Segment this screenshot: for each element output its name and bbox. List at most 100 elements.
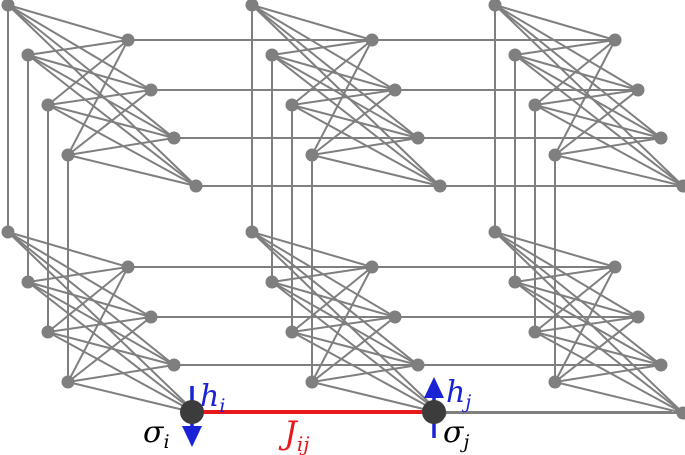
qubit-node [41,98,55,112]
spin-node-i [180,400,204,424]
qubit-node [388,310,402,324]
spin-node-j [422,400,446,424]
intra-cell-edge [494,4,684,187]
intra-cell-edge [67,39,129,156]
qubit-node [488,0,502,12]
qubit-node [676,179,685,193]
qubit-node [189,179,203,193]
qubit-node [245,0,259,12]
qubit-node [654,131,668,145]
intra-cell-edge [534,89,639,106]
qubit-node [41,325,55,339]
qubit-node [1,0,15,12]
qubit-node [167,131,181,145]
qubit-node [411,131,425,145]
intra-cell-edge [251,231,419,366]
intra-cell-edge [271,39,373,56]
intra-cell-edge [47,89,152,106]
qubit-node [508,275,522,289]
qubit-node [411,358,425,372]
intra-cell-edge [291,39,373,106]
intra-cell-edge [67,316,152,383]
qubit-node [121,33,135,47]
intra-cell-edge [67,89,152,156]
intra-cell-edge [47,39,129,106]
qubit-node [433,179,447,193]
qubit-node [167,358,181,372]
qubit-node [265,275,279,289]
qubit-node [245,225,259,239]
qubit-node [528,98,542,112]
intra-cell-edge [311,39,373,156]
intra-cell-edge [251,4,441,187]
intra-cell-edge [514,39,616,56]
intra-cell-edge [251,4,373,41]
qubit-node [631,310,645,324]
intra-cell-edge [47,266,129,333]
qubit-node [21,275,35,289]
intra-cell-edge [251,231,441,414]
intra-cell-edge [554,381,684,414]
intra-cell-edge [291,266,373,333]
spin-label-sigma-j: σj [443,415,469,453]
intra-cell-edge [7,231,197,414]
intra-cell-edge [494,231,684,414]
intra-cell-edge [311,154,441,187]
qubit-node [631,83,645,97]
qubit-node [144,83,158,97]
qubit-node [654,358,668,372]
intra-cell-edge [291,89,396,106]
intra-cell-edge [494,4,616,41]
qubit-node [305,375,319,389]
intra-cell-edge [47,316,152,333]
coupling-label-j-ij: Jij [278,414,309,455]
intra-cell-edge [251,4,419,139]
intra-cell-edge [7,231,175,366]
intra-cell-edge [494,4,662,139]
qubit-node [121,260,135,274]
qubit-node [388,83,402,97]
intra-cell-edge [27,266,129,283]
qubit-node [144,310,158,324]
intra-cell-edge [554,154,684,187]
qubit-node [21,48,35,62]
qubit-node [608,260,622,274]
intra-cell-edge [534,39,616,106]
intra-cell-edge [67,364,175,383]
intra-cell-edge [7,4,175,139]
intra-cell-edge [7,4,129,41]
field-label-h-i: hi [200,379,225,417]
intra-cell-edge [67,266,129,383]
intra-cell-edge [291,316,396,333]
intra-cell-edge [27,39,129,56]
field-label-h-j: hj [446,375,471,413]
qubit-node [285,98,299,112]
qubit-node [528,325,542,339]
intra-cell-edge [7,4,197,187]
intra-cell-edge [514,266,616,283]
qubit-node [488,225,502,239]
intra-cell-edge [554,39,616,156]
intra-cell-edge [67,154,197,187]
qubit-node [305,148,319,162]
intra-cell-edge [554,364,662,383]
qubit-node [548,148,562,162]
qubit-node [1,225,15,239]
intra-cell-edge [311,266,373,383]
intra-cell-edge [534,316,639,333]
spin-label-sigma-i: σi [143,415,170,453]
intra-cell-edge [534,266,616,333]
intra-cell-edge [271,266,373,283]
qubit-node [365,260,379,274]
intra-cell-edge [554,266,616,383]
intra-cell-edge [311,381,441,414]
qubit-node [508,48,522,62]
intra-cell-edge [554,316,639,383]
qubit-node [608,33,622,47]
intra-cell-edge [554,137,662,156]
qubit-node [285,325,299,339]
intra-cell-edge [554,89,639,156]
intra-cell-edge [311,364,419,383]
qubit-node [61,375,75,389]
